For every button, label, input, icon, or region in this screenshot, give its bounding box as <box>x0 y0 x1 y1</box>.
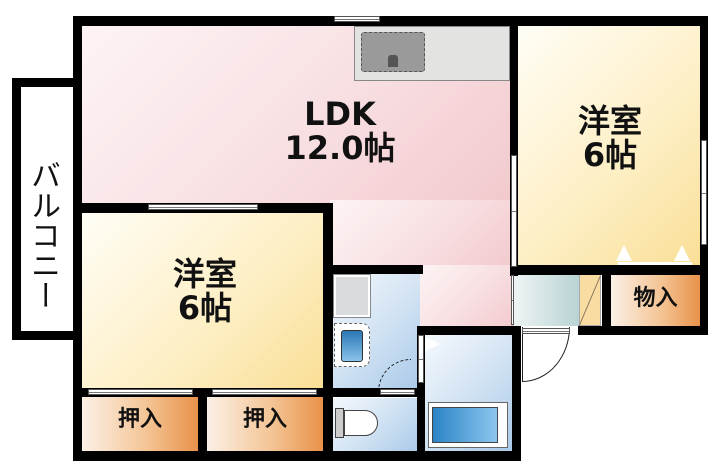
wall-toilet-top <box>323 388 423 397</box>
toilet-tank-icon <box>335 408 344 438</box>
entrance-door <box>522 327 570 382</box>
sliding-door-closet-1 <box>88 389 193 395</box>
western-room-left-label: 洋室 6帖 <box>130 255 280 327</box>
door-washroom-frame <box>380 389 415 395</box>
closet-door-rail <box>618 262 692 267</box>
closet-2 <box>207 397 323 451</box>
storage <box>611 275 700 327</box>
bathtub-water-icon <box>432 407 498 443</box>
western-room-right-label: 洋室 6帖 <box>540 102 680 174</box>
western-room-right-size: 6帖 <box>582 135 638 174</box>
wall-ldk-right-room <box>510 16 518 276</box>
ldk-size: 12.0帖 <box>284 128 396 167</box>
western-room-right-name: 洋室 <box>577 102 642 140</box>
wall-left-ldk <box>73 16 82 461</box>
washing-machine-icon <box>333 274 371 318</box>
window-right-room <box>701 140 707 245</box>
wall-bottom <box>73 451 521 461</box>
wall-washroom-top <box>323 265 423 274</box>
balcony-label: バルコニー <box>25 160 60 310</box>
balcony <box>12 78 82 340</box>
bathroom-door-icon <box>425 337 440 351</box>
closet-door-icon <box>616 245 632 261</box>
western-room-left <box>82 212 324 390</box>
ldk-room-passage <box>420 265 515 327</box>
faucet-icon <box>388 55 398 67</box>
western-room-left-size: 6帖 <box>177 288 233 327</box>
storage-label: 物入 <box>633 286 678 311</box>
entrance-hall <box>514 274 579 326</box>
closet-2-label: 押入 <box>242 407 287 432</box>
sliding-door-ldk-entrance <box>511 275 514 325</box>
wall-storage-bottom <box>578 326 708 335</box>
western-room-left-name: 洋室 <box>172 255 237 293</box>
sliding-door-right-room <box>511 155 517 267</box>
western-room-right <box>518 25 700 267</box>
wall-storage-left <box>602 270 611 334</box>
wall-bath-top <box>417 326 521 335</box>
closet-door-icon <box>674 245 690 261</box>
door-entrance-frame <box>522 328 570 334</box>
toilet-bowl-icon <box>344 410 378 436</box>
ldk-room-lower <box>330 200 512 270</box>
door-bathroom-frame <box>418 335 424 383</box>
wall-top <box>73 16 708 26</box>
wall-closet-divider <box>198 388 207 458</box>
wall-bath-right <box>512 326 521 461</box>
wall-left-room-right <box>323 203 333 461</box>
sliding-door-closet-2 <box>212 389 317 395</box>
ldk-label: LDK 12.0帖 <box>240 95 440 167</box>
window-left-room-top <box>148 204 258 210</box>
washbasin-bowl-icon <box>341 330 363 362</box>
window-top-ldk <box>334 16 380 22</box>
closet-1-label: 押入 <box>117 407 162 432</box>
ldk-name: LDK <box>304 95 376 133</box>
closet-1 <box>82 397 198 451</box>
